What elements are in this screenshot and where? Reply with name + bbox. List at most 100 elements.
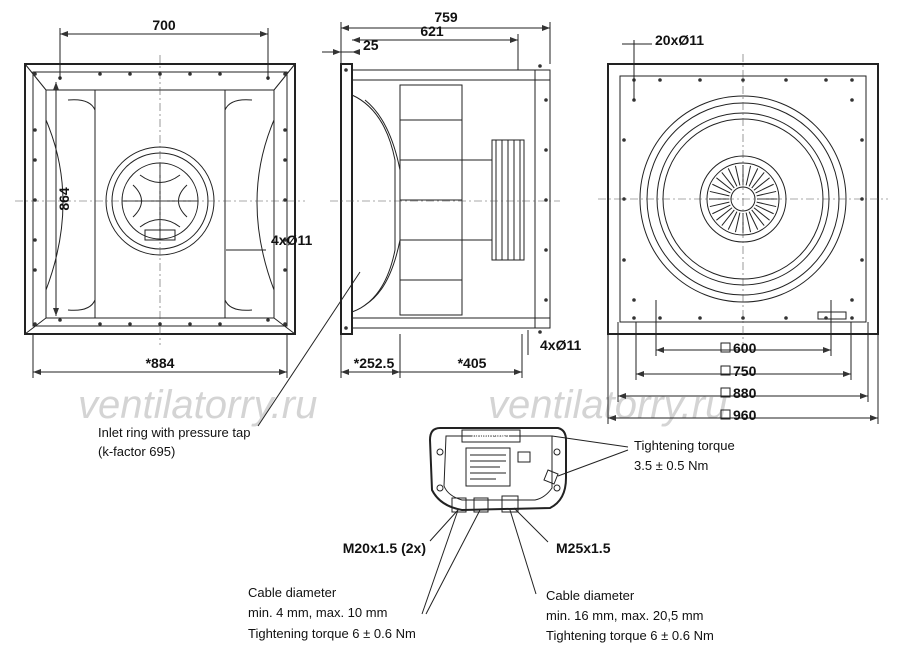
motor-fin	[751, 209, 765, 226]
watermark-left: ventilatorry.ru	[78, 383, 317, 427]
mounting-hole	[283, 238, 287, 242]
mounting-hole	[544, 248, 548, 252]
mounting-hole	[544, 198, 548, 202]
mounting-hole	[698, 78, 702, 82]
motor-fin	[721, 172, 735, 189]
note-cable-left-line3: Tightening torque 6 ± 0.6 Nm	[248, 626, 416, 641]
mounting-hole	[218, 322, 222, 326]
mounting-hole	[784, 316, 788, 320]
mounting-hole	[860, 197, 864, 201]
motor-fin	[751, 172, 765, 189]
rear-view: 20xØ11 600 750 880 960	[598, 32, 888, 424]
mounting-hole	[266, 318, 270, 322]
mounting-hole	[188, 322, 192, 326]
motor-fin	[712, 204, 731, 215]
motor-fin	[709, 190, 730, 197]
mounting-hole	[128, 72, 132, 76]
rear-dim-960: 960	[733, 407, 757, 423]
label-gland-m20: M20x1.5 (2x)	[343, 540, 426, 556]
motor-fin	[748, 211, 759, 230]
side-dim-wheel: *405	[458, 355, 487, 371]
note-inlet-ring-line2: (k-factor 695)	[98, 444, 175, 459]
note-cable-left-line2: min. 4 mm, max. 10 mm	[248, 605, 387, 620]
mounting-hole	[544, 298, 548, 302]
side-dim-overall: 759	[434, 9, 458, 25]
mounting-hole	[33, 238, 37, 242]
side-view: 759 621 25 *252.5 *405 4xØ11	[322, 9, 581, 378]
mounting-hole	[188, 72, 192, 76]
motor-fin	[716, 177, 733, 191]
motor-fin	[756, 190, 777, 197]
mounting-hole	[33, 198, 37, 202]
side-dim-body: 621	[420, 23, 444, 39]
motor-fin	[709, 201, 730, 208]
mounting-hole	[33, 322, 37, 326]
rear-square-dims: 600 750 880 960	[607, 300, 879, 424]
mounting-hole	[850, 98, 854, 102]
mounting-hole	[784, 78, 788, 82]
side-holes	[344, 64, 548, 334]
mounting-hole	[98, 72, 102, 76]
mounting-hole	[283, 72, 287, 76]
mounting-hole	[33, 268, 37, 272]
mounting-hole	[544, 148, 548, 152]
leader-cable-right	[509, 509, 537, 595]
mounting-hole	[344, 68, 348, 72]
motor-fin	[721, 209, 735, 226]
rear-dim-750: 750	[733, 363, 757, 379]
note-torque-line1: Tightening torque	[634, 438, 735, 453]
motor-fin	[748, 168, 759, 187]
note-cable-right-line1: Cable diameter	[546, 588, 635, 603]
leader-cable-left-b	[425, 509, 481, 615]
mounting-hole	[850, 298, 854, 302]
cable-gland-m20-a	[451, 497, 467, 513]
leader-torque-b	[557, 449, 629, 477]
motor-fin	[755, 183, 774, 194]
mounting-hole	[698, 316, 702, 320]
front-dim-side: 864	[56, 187, 72, 211]
cable-gland-m25	[501, 495, 519, 513]
mounting-hole	[283, 128, 287, 132]
motor-fin	[734, 212, 741, 233]
mounting-hole	[741, 78, 745, 82]
front-dim-bottom: *884	[146, 355, 175, 371]
mounting-hole	[218, 72, 222, 76]
mounting-hole	[58, 318, 62, 322]
motor-fin	[755, 204, 774, 215]
mounting-hole	[622, 138, 626, 142]
mounting-hole	[538, 64, 542, 68]
note-cable-right-line3: Tightening torque 6 ± 0.6 Nm	[546, 628, 714, 643]
mounting-hole	[538, 330, 542, 334]
leader-cable-left-a	[421, 509, 459, 615]
motor-fin	[745, 165, 752, 186]
front-view: 700 864 *884 4xØ11	[15, 17, 312, 378]
mounting-hole	[658, 78, 662, 82]
side-dim-holes: 4xØ11	[540, 337, 581, 353]
mounting-hole	[33, 128, 37, 132]
mounting-hole	[544, 98, 548, 102]
mounting-hole	[850, 78, 854, 82]
side-inlet-ring	[351, 94, 396, 313]
mounting-hole	[632, 316, 636, 320]
note-cable-right-line2: min. 16 mm, max. 20,5 mm	[546, 608, 703, 623]
note-torque-line2: 3.5 ± 0.5 Nm	[634, 458, 708, 473]
mounting-hole	[622, 197, 626, 201]
rear-dim-880: 880	[733, 385, 757, 401]
front-dim-top: 700	[152, 17, 176, 33]
mounting-hole	[158, 72, 162, 76]
motor-fin	[727, 211, 738, 230]
terminal-box-outline	[428, 427, 567, 512]
side-housing	[351, 69, 551, 329]
rear-terminal-box	[817, 311, 847, 320]
mounting-hole	[632, 298, 636, 302]
mounting-hole	[283, 322, 287, 326]
front-dim-holes: 4xØ11	[271, 232, 312, 248]
motor-fin	[745, 212, 752, 233]
note-inlet-ring-line1: Inlet ring with pressure tap	[98, 425, 250, 440]
motor-fin	[753, 177, 770, 191]
motor-fin	[716, 207, 733, 221]
terminal-box-logo: ebmpapst	[472, 432, 510, 441]
motor-fin	[712, 183, 731, 194]
mounting-hole	[98, 322, 102, 326]
mounting-hole	[850, 316, 854, 320]
